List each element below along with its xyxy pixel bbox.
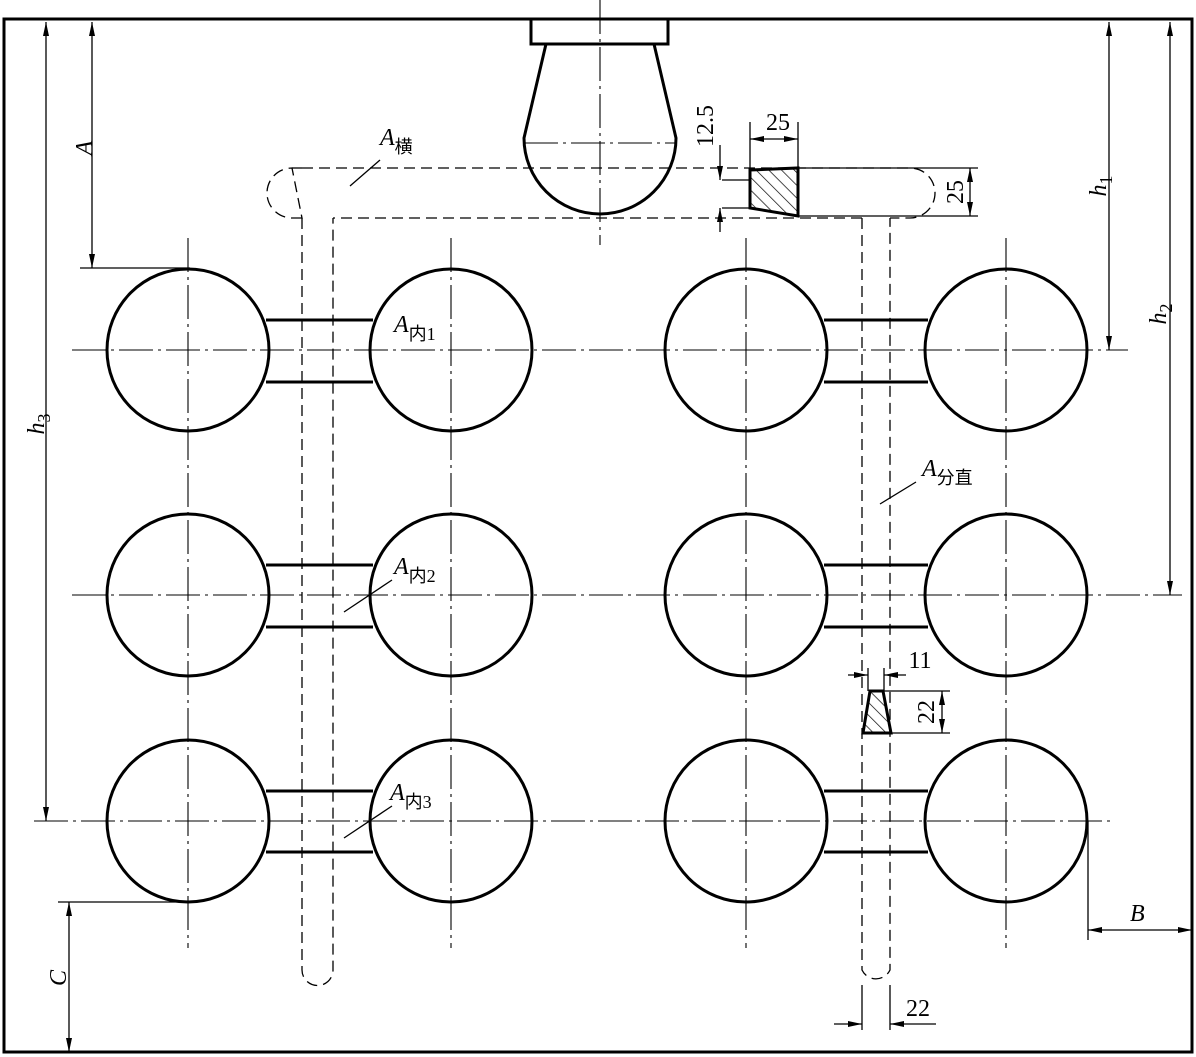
horizontal-runner [266,167,936,219]
label-h1: h1 [1086,176,1116,197]
label-runner-horizontal: A横 [378,125,413,158]
dim-runner-top-width: 25 [766,110,790,136]
label-runner-vertical: A分直 [920,456,973,489]
casting [105,267,271,433]
casting [923,512,1089,678]
ingates [266,318,928,854]
label-gate-1: A内1 [392,312,436,345]
casting [663,738,829,904]
dim-branch-height: 22 [914,700,940,724]
casting [923,267,1089,433]
branch-runner-left [301,218,334,987]
casting [663,512,829,678]
flask-border [2,17,1194,1054]
dim-branch-top-width: 11 [908,648,931,674]
dimension-lines [43,22,1192,1052]
center-lines [34,238,1182,948]
label-gate-3: A内3 [388,780,432,813]
runner-section [717,122,978,232]
label-A: A [72,140,98,157]
branch-section [834,668,950,1030]
label-gate-2: A内2 [392,554,436,587]
casting [923,738,1089,904]
casting [105,512,271,678]
dim-runner-height: 25 [943,180,969,204]
dim-runner-depth-offset: 12.5 [693,105,719,147]
castings [105,267,1089,904]
label-h3: h3 [24,414,54,435]
label-B: B [1130,901,1145,927]
sprue-cup [522,0,678,245]
casting [368,267,534,433]
label-h2: h2 [1146,304,1176,325]
leader-lines [343,159,917,839]
casting [663,267,829,433]
dim-branch-width: 22 [906,996,930,1022]
label-C: C [46,969,72,986]
branch-runner-right [861,218,891,980]
